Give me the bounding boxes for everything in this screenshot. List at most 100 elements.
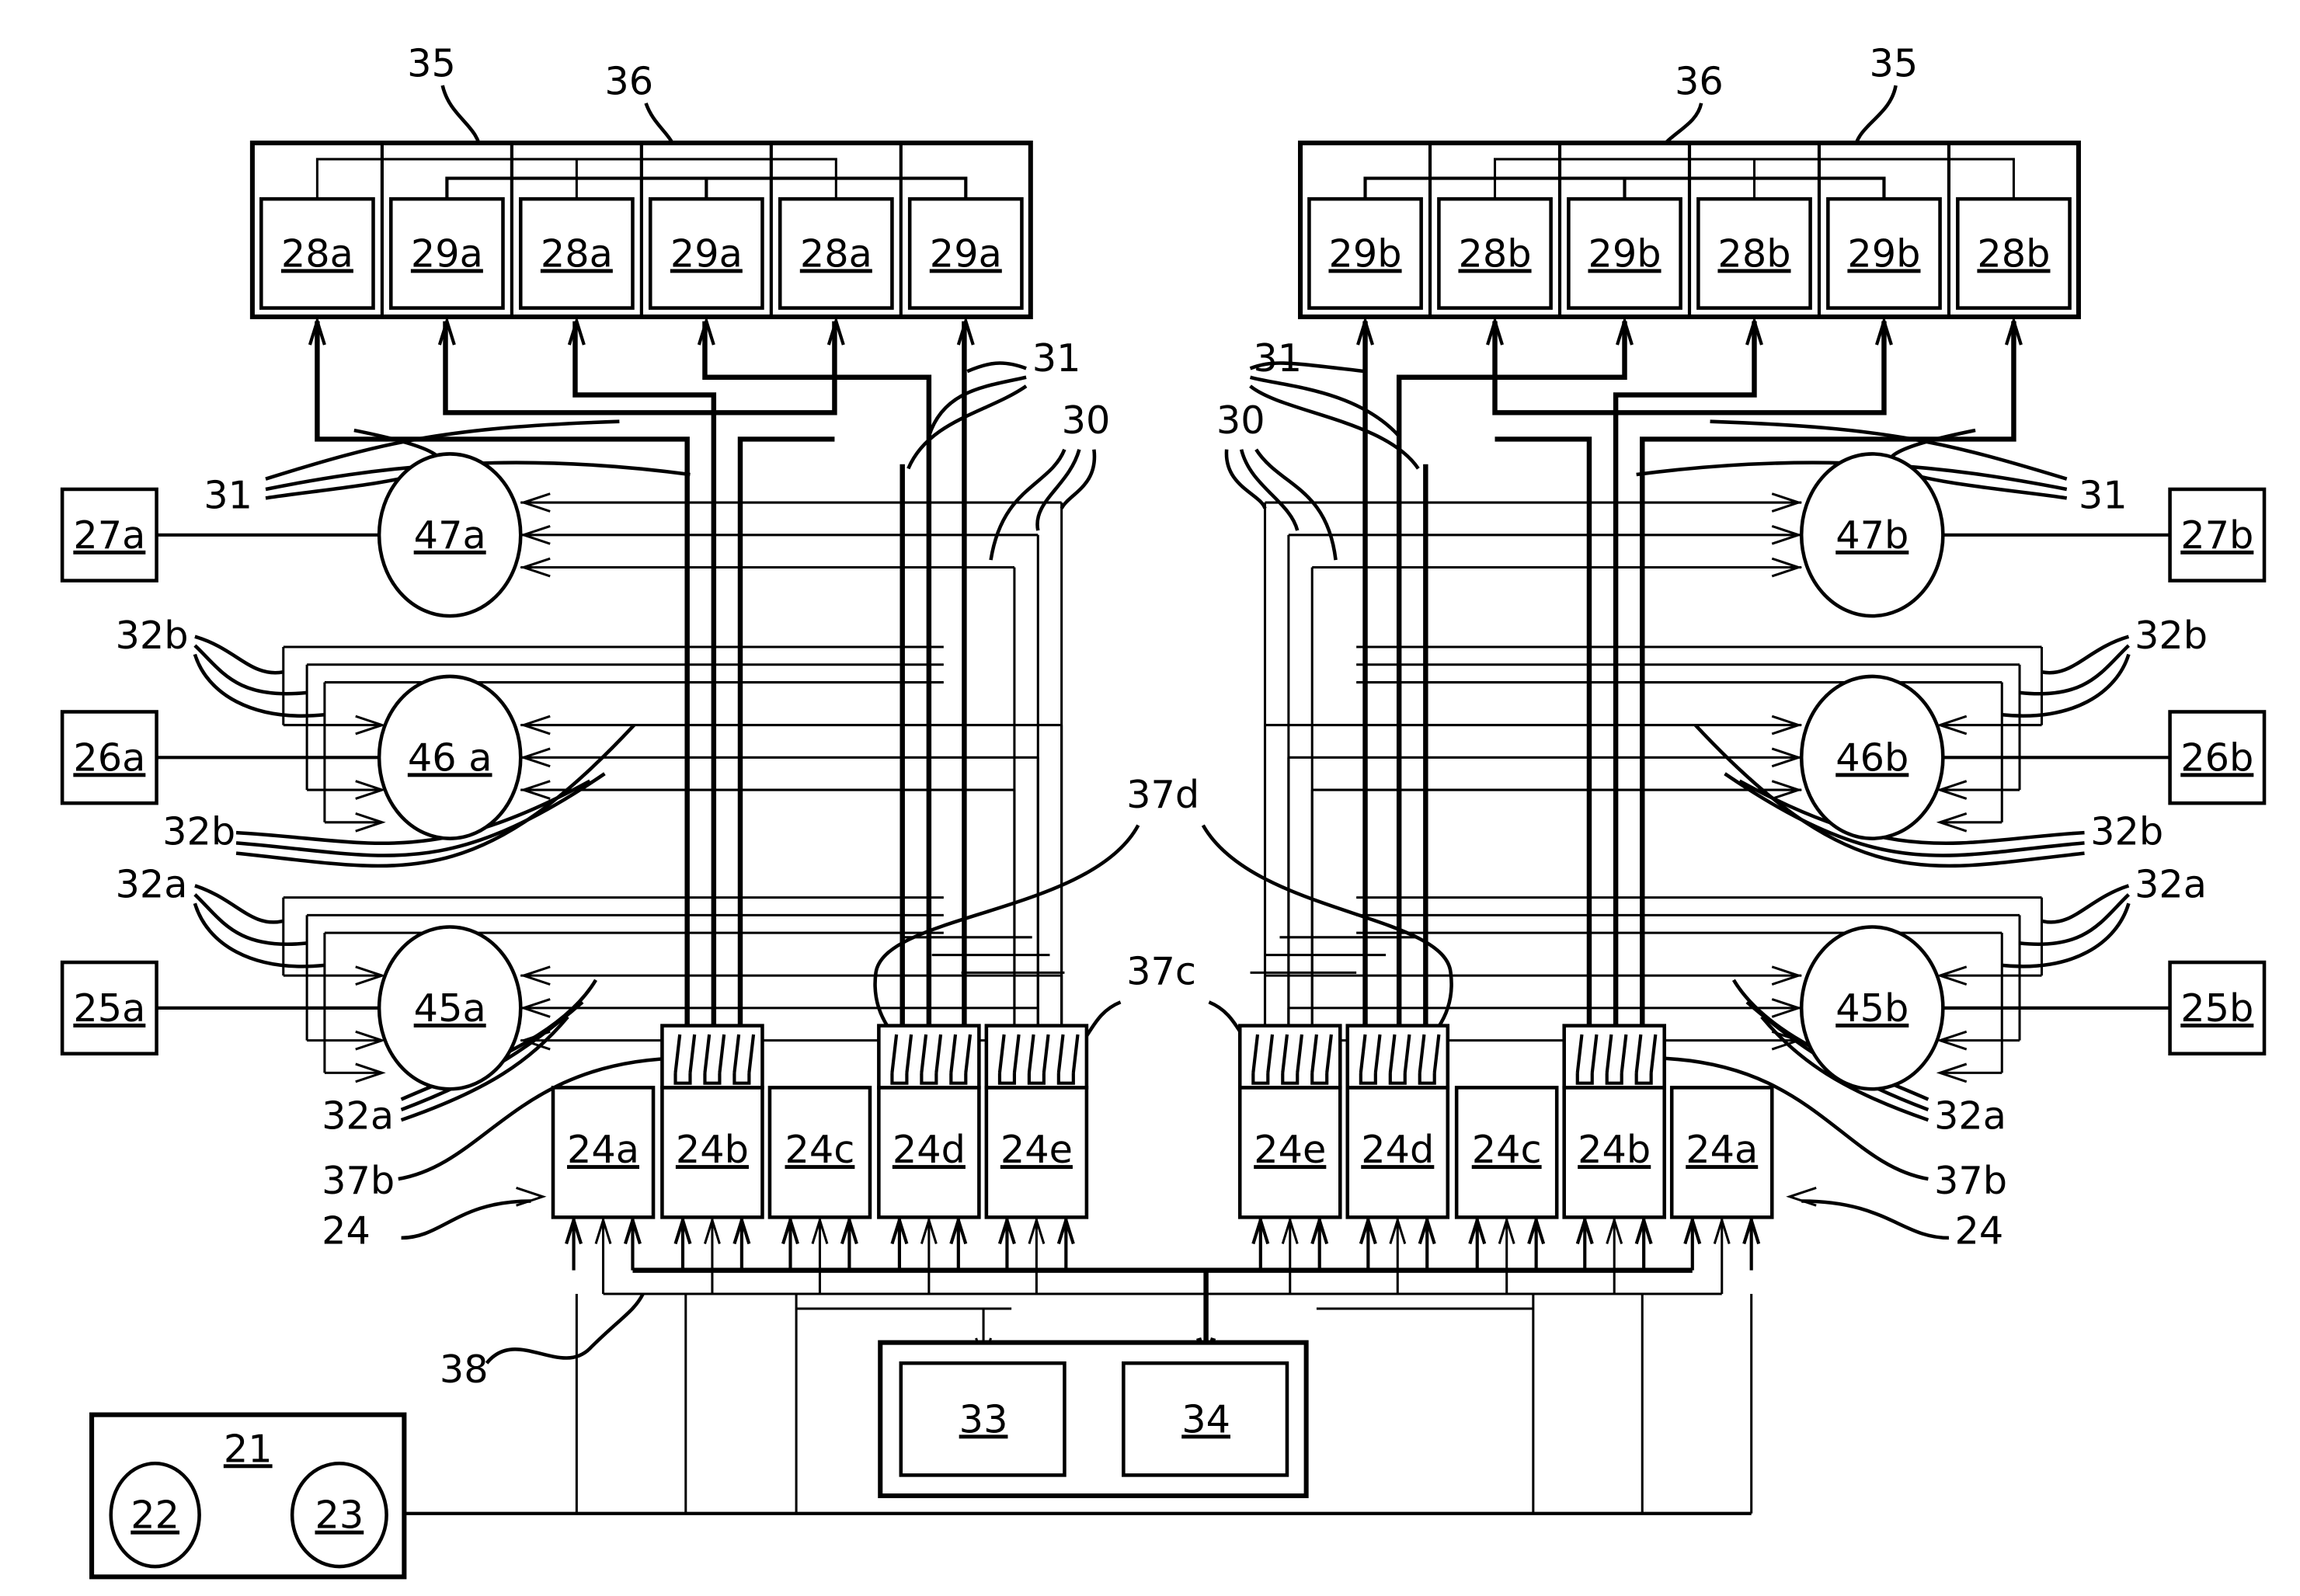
arrowhead-up [1683,1215,1702,1245]
arrowhead-left [1936,780,1968,800]
circle-22 [109,1461,201,1569]
leader-32a-l1 [194,884,284,924]
relay-contact-icon [997,1034,1021,1085]
module-left-24a-label: 24a [567,1127,639,1172]
output-wire-28a-1 [315,321,690,1029]
unit-label-29b: 29b [1847,231,1920,276]
leader-32b-r1 [2041,635,2130,675]
relay-contact-icon [1634,1034,1658,1085]
leader-32b-l5 [235,772,606,857]
left-circle-47a [377,452,523,618]
circle-label-47a: 47a [414,513,486,558]
arrowhead-up [1742,1215,1761,1245]
relay-contact-icon [920,1034,943,1085]
unit-label-28a: 28a [281,231,353,276]
circle-label-23: 23 [315,1493,364,1538]
output-wire-28a-2 [572,321,717,1029]
output-wire-28a-3 [737,436,835,1029]
top-left-group-unit-29a [907,196,1024,310]
module-right-24e [1237,1086,1342,1219]
module-right-24c-label: 24c [1472,1127,1542,1172]
leader-32a-l4 [400,1015,569,1122]
control-label-33: 33 [959,1396,1008,1441]
arrowhead-left [520,715,551,735]
unit-label-28b: 28b [1977,231,2050,276]
leader-32b-r6 [1693,724,2085,868]
ref-24-right: 24 [1955,1208,2004,1253]
right-circle-47b [1799,452,1945,618]
ref-32a-left-bottom: 32a [322,1093,394,1138]
module-left-24d [877,1086,981,1219]
circle-label-47b: 47b [1835,513,1909,558]
arrowhead-right [1771,524,1803,545]
arrowhead-right [355,965,386,986]
right-circle-46b [1799,674,1945,840]
right-source-25b [2168,960,2267,1055]
unit-label-29b: 29b [1588,231,1661,276]
arrowhead-left [1936,965,1968,986]
arrowhead-up [890,1215,909,1245]
arrowhead-up [1281,1216,1299,1244]
module-left-24a [551,1086,656,1219]
relay-contact-icon [703,1034,726,1085]
leader-32b-l4 [235,779,591,846]
right-circle-45b [1799,925,1945,1091]
top-right-group-unit-28b [1696,196,1812,310]
leader-32a-r4 [1760,1015,1929,1122]
output-wire-29b-1 [1492,321,1887,416]
source-label-27a: 27a [73,513,145,558]
relay-contact-icon [1605,1034,1628,1085]
leader-37d-right [1201,824,1453,1060]
top-left-group-unit-28a [518,196,635,310]
arrowhead-up [781,1215,799,1245]
control-unit-34 [1122,1361,1289,1477]
module-right-24b [1562,1086,1667,1219]
module-left-24c-label: 24c [785,1127,855,1172]
ref-36-right: 36 [1675,58,1724,103]
circle-label-45a: 45a [414,986,486,1031]
leader-37d-left [873,824,1140,1060]
module-left-24b-label: 24b [676,1127,749,1172]
arrowhead-left [520,998,551,1018]
arrowhead-left [520,780,551,800]
relay-contact-icon [1027,1034,1050,1085]
circle-23 [290,1461,388,1569]
unit-label-29a: 29a [670,231,743,276]
top-left-group-unit-29a [389,196,505,310]
arrowhead-left [520,492,551,513]
ref-32b-left-bottom: 32b [162,808,235,854]
module-right-24c [1454,1086,1559,1219]
arrowhead-up [1056,1215,1075,1245]
ref-32a-right-top: 32a [2135,862,2207,907]
ref-31-right: 31 [2079,473,2128,518]
leader-31-c-left-1 [966,361,1027,374]
arrowhead-left [1936,1062,1968,1083]
arrowhead-up [1606,1216,1623,1244]
arrowhead-up [949,1215,968,1245]
arrowhead-up [565,1215,583,1245]
leader-32b-r3 [2002,653,2131,718]
arrowhead-up [920,1216,938,1244]
output-wire-28b-3 [1494,436,1592,1029]
relay-contact-icon [673,1034,697,1085]
module-left-24e-label: 24e [1000,1127,1073,1172]
ref-31-center-left: 31 [1032,336,1081,381]
arrowhead-right [355,715,386,735]
leader-32b-r4 [1738,779,2085,846]
top-right-group-unit-29b [1826,196,1942,310]
power-label-21: 21 [224,1426,273,1471]
leader-30-left-1 [989,448,1066,561]
leader-31-c-right-3 [1249,384,1420,470]
relay-contact-icon [949,1034,973,1085]
arrowhead-up [1634,1215,1653,1245]
arrowhead-right [1771,780,1803,800]
unit-label-29a: 29a [930,231,1002,276]
ref-32b-right-bottom: 32b [2090,808,2163,854]
source-label-25a: 25a [73,986,145,1031]
arrowhead-up [1251,1215,1270,1245]
arrowhead-left [520,747,551,768]
arrowhead-left [520,557,551,578]
control-label-34: 34 [1181,1396,1230,1441]
unit-label-29b: 29b [1328,231,1401,276]
